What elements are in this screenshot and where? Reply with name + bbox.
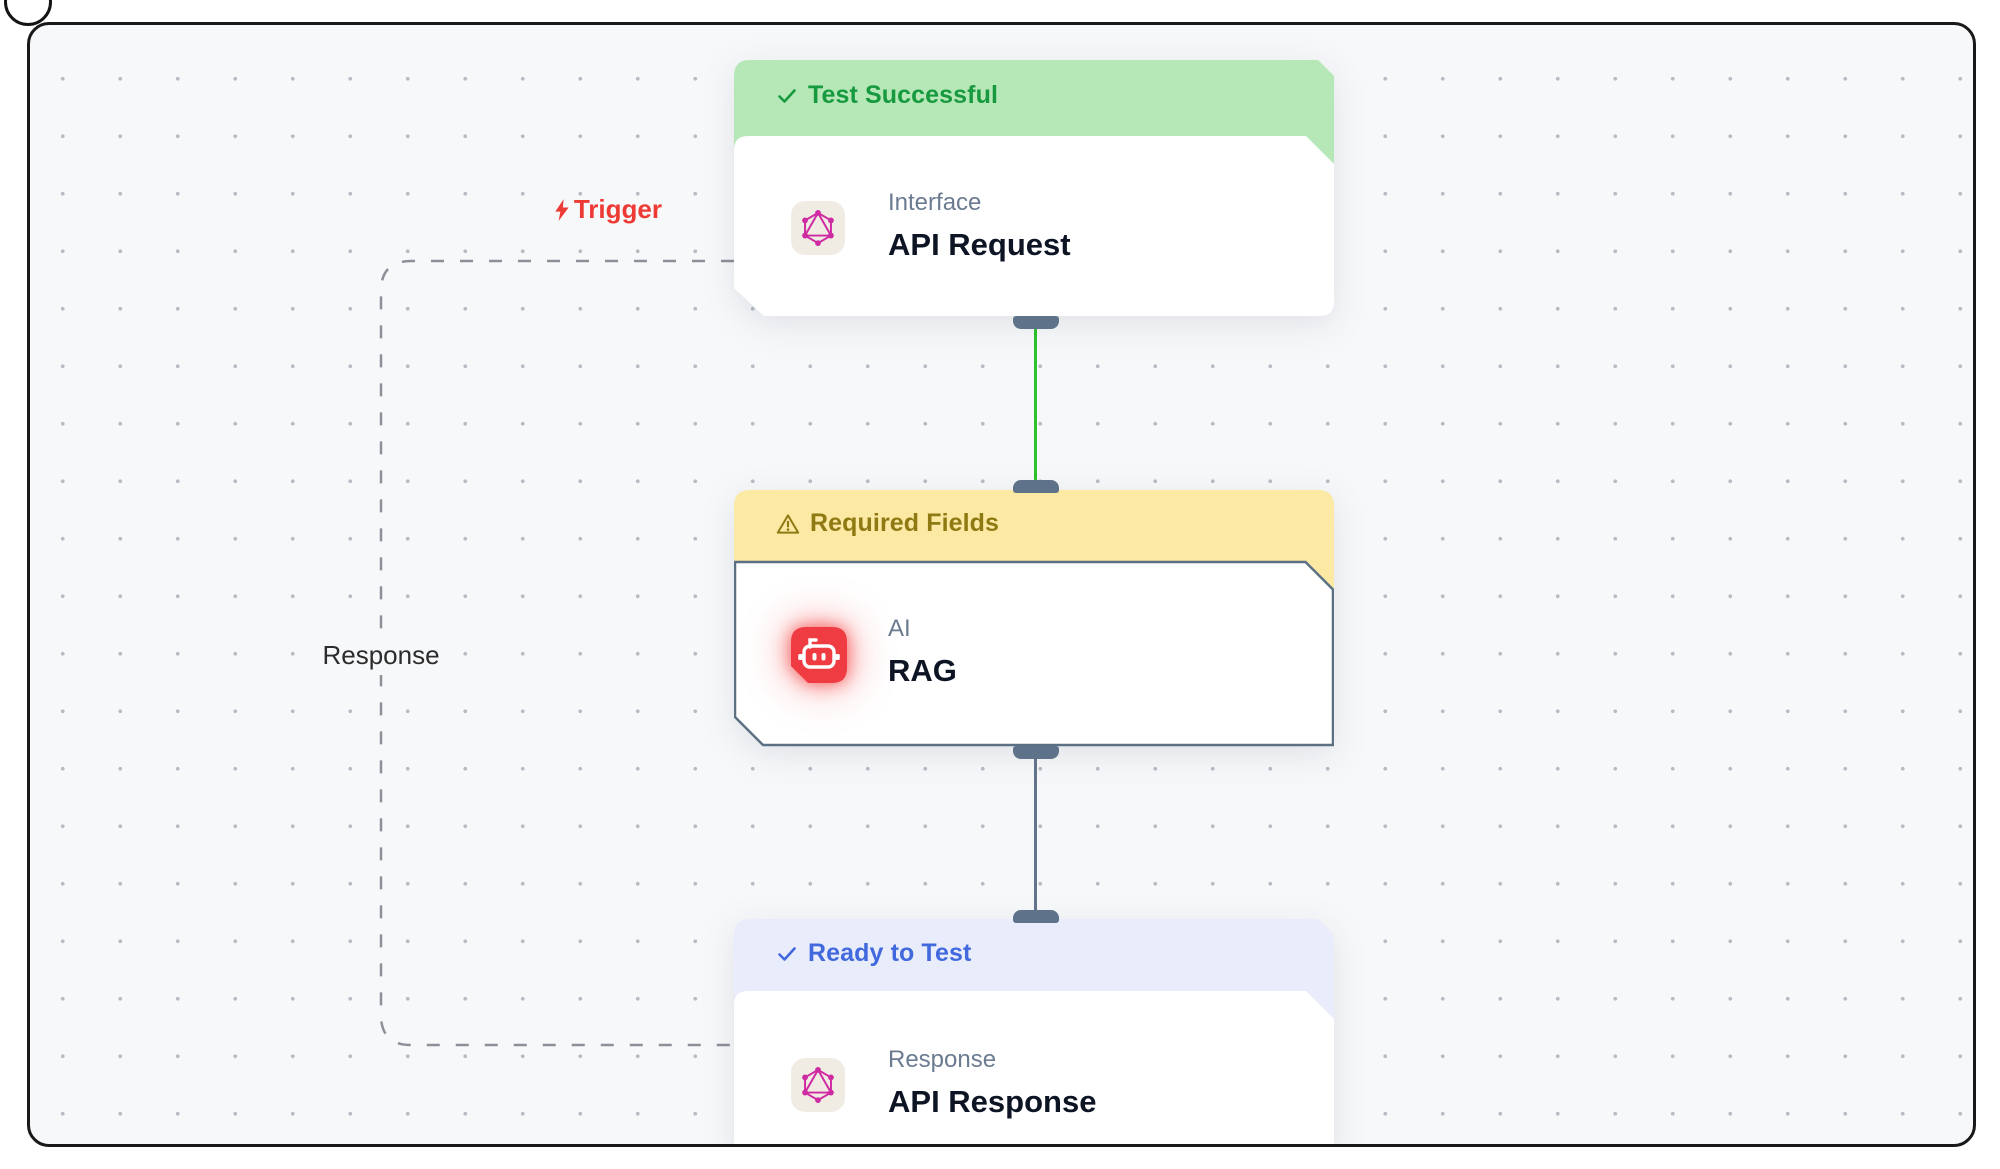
status-badge-test-successful: Test Successful bbox=[776, 81, 998, 110]
node-rag[interactable]: Required Fields AI RAG bbox=[734, 490, 1334, 748]
status-label: Required Fields bbox=[810, 509, 1000, 537]
port-out-api-request[interactable] bbox=[1013, 316, 1059, 329]
node-title: RAG bbox=[888, 653, 957, 688]
port-in-rag[interactable] bbox=[1013, 480, 1059, 493]
status-badge-ready-to-test: Ready to Test bbox=[776, 939, 971, 968]
node-api-request-shape bbox=[734, 60, 1334, 316]
warning-triangle-icon bbox=[776, 513, 800, 534]
graphql-icon bbox=[791, 201, 845, 255]
check-icon bbox=[778, 946, 796, 961]
status-label: Test Successful bbox=[808, 81, 999, 109]
response-edge-label: Response bbox=[311, 636, 451, 675]
node-category: Interface bbox=[888, 189, 982, 216]
connector-api-request-to-rag bbox=[1034, 328, 1037, 480]
status-badge-required-fields: Required Fields bbox=[776, 509, 999, 538]
node-title: API Request bbox=[888, 227, 1071, 262]
response-label-text: Response bbox=[322, 640, 440, 670]
node-title: API Response bbox=[888, 1084, 1097, 1119]
trigger-label: Trigger bbox=[528, 194, 662, 225]
port-out-rag[interactable] bbox=[1013, 746, 1059, 759]
node-api-request[interactable]: Test Successful Interface API Request bbox=[734, 60, 1334, 320]
lightning-bolt-icon bbox=[555, 198, 569, 221]
node-rag-shape bbox=[734, 490, 1334, 747]
workflow-canvas[interactable]: Trigger Response Test Successful Inte bbox=[27, 22, 1976, 1147]
status-label: Ready to Test bbox=[808, 939, 972, 967]
check-icon bbox=[778, 88, 796, 103]
node-category: AI bbox=[888, 615, 911, 642]
port-in-api-response[interactable] bbox=[1013, 910, 1059, 923]
node-category: Response bbox=[888, 1046, 997, 1073]
node-api-response-shape bbox=[734, 919, 1334, 1144]
connector-rag-to-api-response bbox=[1034, 758, 1037, 910]
node-api-response[interactable]: Ready to Test Response API Response bbox=[734, 919, 1334, 1144]
graphql-icon bbox=[791, 1058, 845, 1112]
robot-icon bbox=[791, 627, 847, 683]
trigger-label-text: Trigger bbox=[573, 194, 662, 224]
